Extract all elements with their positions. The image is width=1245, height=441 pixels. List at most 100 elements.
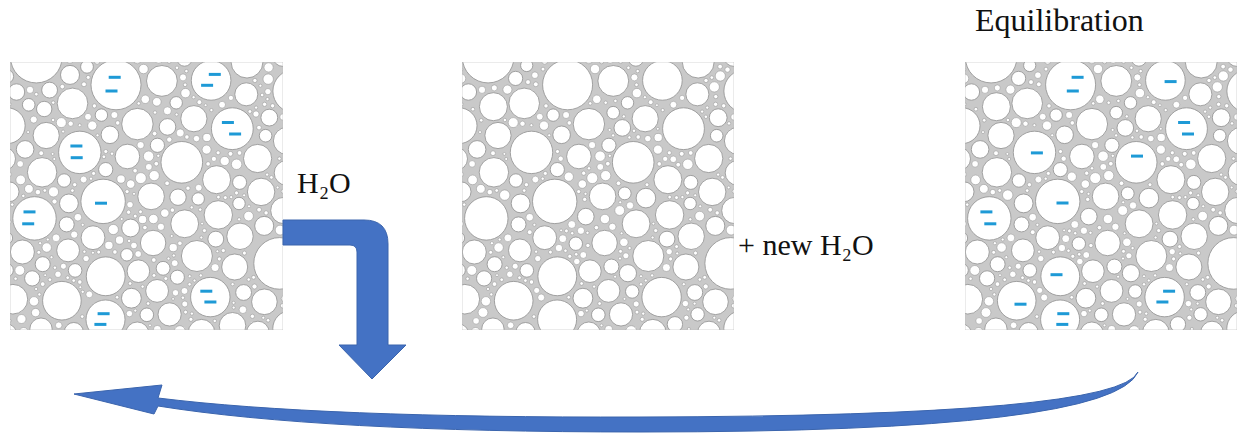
pore (271, 197, 283, 223)
pore (1035, 315, 1039, 319)
pore (1225, 197, 1237, 223)
pore (125, 190, 129, 194)
pore (510, 131, 552, 173)
pore (1092, 142, 1099, 149)
pore (509, 174, 522, 187)
pore (982, 158, 1011, 187)
pore (522, 189, 526, 193)
pore (1186, 159, 1196, 169)
pore (705, 238, 734, 290)
pore (571, 232, 574, 235)
pore (72, 279, 76, 283)
pore (636, 69, 639, 72)
pore (37, 250, 41, 254)
pore (1129, 285, 1142, 298)
pore (110, 152, 113, 155)
pore (533, 226, 557, 250)
pore (1135, 129, 1138, 132)
pore (10, 263, 13, 277)
pore (273, 311, 283, 330)
pore (1190, 328, 1193, 331)
pore (1053, 163, 1067, 177)
pore (577, 227, 584, 234)
pore (1012, 71, 1026, 85)
pore (511, 217, 526, 232)
pore (133, 169, 137, 173)
pore (968, 197, 1011, 240)
pore (654, 166, 682, 194)
pore (1187, 175, 1201, 189)
pore (1115, 142, 1157, 184)
pore (200, 236, 203, 239)
pore (122, 219, 140, 237)
pore (1103, 214, 1112, 223)
negative-charge (1051, 273, 1063, 276)
pore (698, 321, 721, 330)
pore (25, 184, 34, 193)
pore (1224, 176, 1228, 180)
pore (1090, 173, 1101, 184)
pore (965, 147, 971, 170)
pore (1206, 275, 1210, 279)
pore (1033, 124, 1036, 127)
pore (578, 310, 584, 316)
pore (1191, 151, 1196, 156)
pore (609, 223, 616, 230)
pore (1155, 222, 1158, 225)
pore (1088, 309, 1091, 312)
pore (35, 257, 50, 272)
pore (232, 301, 235, 304)
pore (535, 250, 538, 253)
pore (1159, 104, 1162, 107)
pore (208, 231, 224, 247)
pore (192, 96, 195, 99)
pore (632, 106, 658, 132)
pore (1007, 234, 1015, 242)
pore (1229, 225, 1237, 235)
pore (104, 150, 108, 154)
pore (1148, 183, 1152, 187)
pore (726, 225, 734, 235)
pore (1036, 82, 1041, 87)
pore (1187, 197, 1199, 209)
pore (1185, 283, 1188, 286)
pore (532, 176, 539, 183)
pore (219, 101, 226, 108)
pore (573, 288, 593, 308)
pore (1006, 85, 1015, 94)
pore (1207, 115, 1210, 118)
pore (715, 211, 719, 215)
pore (1012, 174, 1025, 187)
pore (1037, 287, 1043, 293)
pore (971, 175, 981, 185)
pore (1216, 316, 1219, 319)
pore (965, 182, 974, 202)
pore (52, 199, 57, 204)
pore (170, 270, 184, 284)
pore (1202, 178, 1229, 205)
pore (247, 321, 270, 330)
pore (655, 201, 683, 229)
pore (252, 289, 278, 315)
pore (667, 151, 671, 155)
pore (644, 279, 647, 282)
pore (965, 324, 972, 330)
pore (1134, 74, 1141, 81)
pore (972, 161, 979, 168)
pore (1178, 245, 1182, 249)
pore (731, 303, 734, 308)
pore (1209, 106, 1212, 109)
pore (724, 311, 734, 330)
pore (239, 306, 247, 314)
negative-charge (94, 323, 106, 326)
pore (462, 284, 480, 314)
pore (153, 325, 161, 330)
pore (590, 64, 599, 73)
pore (509, 88, 540, 119)
pore (53, 266, 56, 269)
pore (264, 63, 273, 72)
pore (127, 260, 150, 283)
pore (468, 175, 478, 185)
pore (998, 189, 1002, 193)
pore (68, 121, 73, 126)
